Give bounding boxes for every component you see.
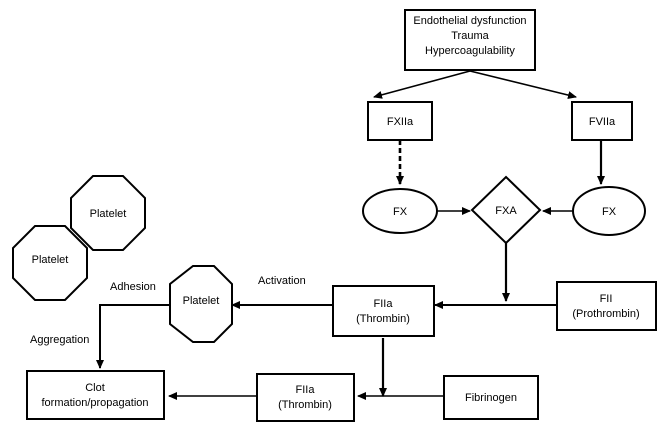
edge-trigger-fxiia xyxy=(373,70,471,99)
fii-line-1: FII xyxy=(600,293,613,305)
fiia-top-line-2: (Thrombin) xyxy=(356,313,410,325)
node-platelet-top: Platelet xyxy=(70,175,146,251)
node-platelet-center: Platelet xyxy=(169,265,233,343)
node-fxiia: FXIIa xyxy=(367,101,433,141)
node-clot: Clot formation/propagation xyxy=(26,370,165,420)
edges xyxy=(96,70,605,400)
platelet-center-label: Platelet xyxy=(183,295,220,307)
fiia-bottom-line-1: FIIa xyxy=(296,384,316,396)
node-fxa: FXA xyxy=(470,175,542,245)
fx-right-label: FX xyxy=(602,206,617,218)
node-trigger: Endothelial dysfunction Trauma Hypercoag… xyxy=(404,9,536,71)
fii-line-2: (Prothrombin) xyxy=(572,308,639,320)
node-fii: FII (Prothrombin) xyxy=(556,281,657,331)
node-platelet-bottom: Platelet xyxy=(12,225,88,301)
edge-platelet-clot xyxy=(96,304,169,369)
fiia-top-line-1: FIIa xyxy=(374,298,394,310)
fxa-label: FXA xyxy=(495,205,517,217)
fxiia-label: FXIIa xyxy=(387,116,414,128)
adhesion-label: Adhesion xyxy=(110,281,156,293)
platelet-top-label: Platelet xyxy=(90,208,127,220)
node-fx-left: FX xyxy=(362,188,438,234)
trigger-line-3: Hypercoagulability xyxy=(425,45,515,57)
aggregation-label: Aggregation xyxy=(30,334,89,346)
clot-line-2: formation/propagation xyxy=(41,397,148,409)
node-fiia-top: FIIa (Thrombin) xyxy=(332,285,435,337)
platelet-bottom-label: Platelet xyxy=(32,254,69,266)
node-fiia-bottom: FIIa (Thrombin) xyxy=(256,373,355,422)
clot-line-1: Clot xyxy=(85,382,105,394)
node-fx-right: FX xyxy=(572,186,646,236)
trigger-line-1: Endothelial dysfunction xyxy=(413,15,526,27)
fiia-bottom-line-2: (Thrombin) xyxy=(278,399,332,411)
fibrinogen-label: Fibrinogen xyxy=(465,392,517,404)
node-fviia: FVIIa xyxy=(571,101,633,141)
activation-label: Activation xyxy=(258,275,306,287)
fx-left-label: FX xyxy=(393,206,408,218)
fviia-label: FVIIa xyxy=(589,116,616,128)
node-fibrinogen: Fibrinogen xyxy=(443,375,539,420)
trigger-line-2: Trauma xyxy=(451,30,489,42)
edge-trigger-fviia xyxy=(469,70,577,99)
